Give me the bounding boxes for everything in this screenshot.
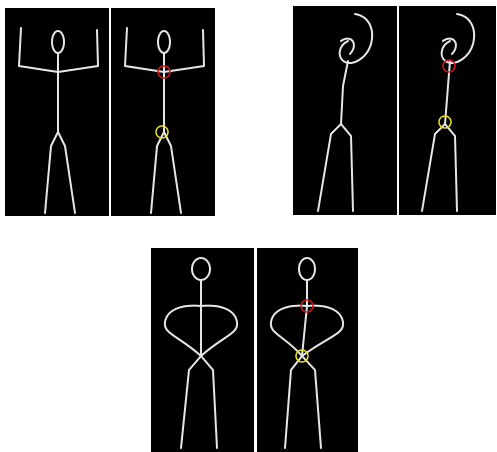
stick-figure-arms-raised-annotated (111, 8, 215, 216)
figure-panel-arms-raised-annotated (111, 8, 215, 216)
figure-panel-arms-raised (5, 8, 109, 216)
figure-panel-hands-over-head (293, 6, 397, 215)
stick-figure-arms-on-hips (151, 248, 254, 452)
stick-figure-arms-raised (5, 8, 109, 216)
figure-panel-arms-on-hips-annotated (257, 248, 358, 452)
stick-figure-hands-over-head (293, 6, 397, 215)
figure-panel-hands-over-head-annotated (399, 6, 496, 215)
stick-figure-hands-over-head-annotated (399, 6, 496, 215)
figure-panel-arms-on-hips (151, 248, 254, 452)
stick-figure-arms-on-hips-annotated (257, 248, 358, 452)
